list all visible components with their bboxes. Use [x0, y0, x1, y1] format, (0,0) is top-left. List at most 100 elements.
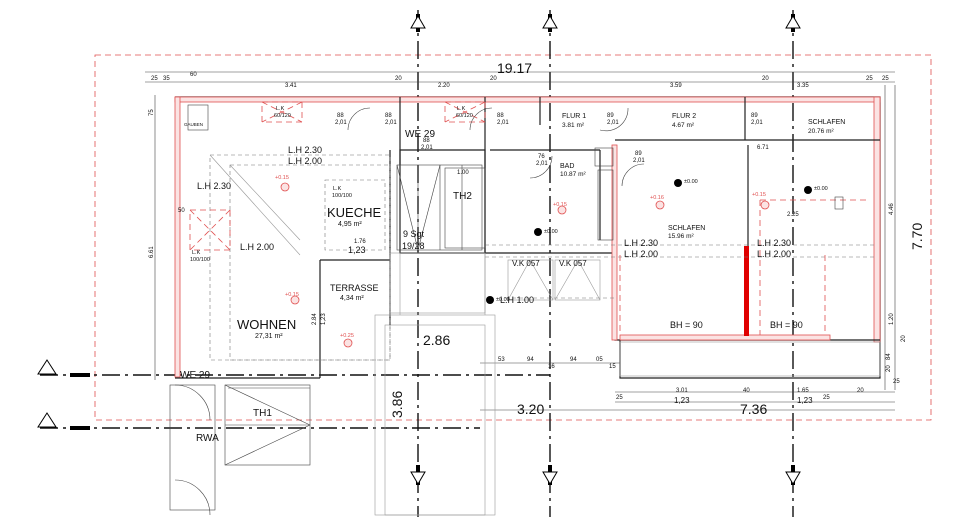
lh230-b: L.H 2.30	[197, 181, 231, 191]
level-z1: ±0.00	[544, 229, 558, 235]
top-20a: 20	[395, 76, 402, 82]
lh230-d: L.H 2.30	[757, 238, 791, 248]
level-markers	[280, 179, 812, 348]
dim-201e: 2,01	[607, 120, 619, 126]
top-220: 2.20	[438, 83, 450, 89]
level-p15-b: +0.15	[285, 292, 299, 298]
bot-16: 16	[548, 364, 555, 370]
lk4-label: L.K	[333, 186, 342, 192]
right-84: 84	[886, 353, 892, 360]
dim-88a: 88	[337, 113, 344, 119]
lh200-a: L.H 2.00	[288, 156, 322, 166]
room-rwa: RWA	[196, 433, 219, 444]
lk4-size: 100/100	[332, 193, 352, 199]
dim-201g: 2,01	[633, 158, 645, 164]
lk3-size: 100/100	[190, 257, 210, 263]
bot-123a: 1,23	[674, 396, 690, 405]
right-446: 4.46	[889, 203, 895, 215]
dim-201d: 2,01	[497, 120, 509, 126]
right-25: 25	[893, 379, 900, 385]
lh230-c: L.H 2.30	[624, 238, 658, 248]
room-th2: TH2	[453, 191, 472, 202]
outer-boundary	[94, 54, 932, 421]
level-z4: ±0.00	[496, 297, 510, 303]
terr-123: 1,23	[321, 313, 327, 325]
dim-286: 2.86	[423, 332, 450, 348]
level-z3: ±0.00	[814, 186, 828, 192]
room-schlafen-mid: SCHLAFEN	[668, 225, 705, 232]
bot-301: 3.01	[676, 388, 688, 394]
dim-201f: 2,01	[751, 120, 763, 126]
staircase	[224, 164, 486, 466]
lk2-size: 60/120	[456, 113, 473, 119]
bot-94a: 94	[527, 357, 534, 363]
room-terrasse: TERRASSE	[330, 283, 379, 293]
stair-steps: 9 Sgt	[403, 229, 425, 239]
dim-736: 7.36	[740, 401, 767, 417]
dim-89b: 89	[751, 113, 758, 119]
top-25b: 25	[866, 76, 873, 82]
lk1-label: L.K	[276, 106, 285, 112]
level-p15-c: +0.15	[553, 202, 567, 208]
top-60: 60	[190, 72, 197, 78]
dimension-lines	[145, 71, 896, 411]
bot-20: 20	[857, 388, 864, 394]
room-we29-top: WE 29	[405, 129, 435, 140]
room-flur2: FLUR 2	[672, 113, 696, 120]
dim-76: 76	[538, 154, 545, 160]
dim-88c: 88	[423, 138, 430, 144]
lh200-c: L.H 2.00	[624, 249, 658, 259]
small-dimension-labels: 88 2,01 88 2,01 88 2,01 88 2,01 89 2,01 …	[149, 72, 907, 405]
room-th1: TH1	[253, 408, 272, 419]
bh90-b: BH = 90	[770, 320, 803, 330]
skylights	[189, 101, 601, 301]
dim-201a: 2,01	[335, 120, 347, 126]
room-wohnen: WOHNEN	[237, 317, 296, 332]
bot-05: 05	[596, 357, 603, 363]
dim-320: 3.20	[517, 401, 544, 417]
terr-284: 2.84	[312, 313, 318, 325]
dim-88d: 88	[497, 113, 504, 119]
lk3-label: L.K	[192, 250, 201, 256]
top-20b: 20	[490, 76, 497, 82]
vk1-label: V.K 057	[512, 259, 540, 268]
gaube-label: GAUBEN	[184, 122, 203, 127]
vk2-label: V.K 057	[559, 259, 587, 268]
bot-123b: 1,23	[797, 396, 813, 405]
left-661: 6.61	[149, 246, 155, 258]
overall-width: 19.17	[497, 60, 532, 76]
overall-height: 7.70	[909, 223, 925, 250]
room-flur1-area: 3.81 m²	[562, 122, 585, 129]
height-lines	[209, 154, 875, 361]
bot-40: 40	[743, 388, 750, 394]
top-25a: 25	[151, 76, 158, 82]
dim-89c: 89	[635, 151, 642, 157]
room-flur1: FLUR 1	[562, 113, 586, 120]
left-75: 75	[149, 109, 155, 116]
room-flur2-area: 4.67 m²	[672, 122, 695, 129]
top-359: 3.59	[670, 83, 682, 89]
room-schlafen-mid-area: 15.96 m²	[668, 233, 694, 240]
level-p15-a: +0.15	[275, 175, 289, 181]
level-p25: +0.25	[340, 333, 354, 339]
room-schlafen-top-area: 20.76 m²	[808, 128, 834, 135]
dim-201c: 2,01	[421, 145, 433, 151]
room-wohnen-area: 27,31 m²	[255, 333, 283, 340]
stair-ratio: 19/28	[402, 241, 425, 251]
top-25c: 25	[882, 76, 889, 82]
bot-53: 53	[498, 357, 505, 363]
top-20c: 20	[762, 76, 769, 82]
right-20b: 20	[886, 365, 892, 372]
section-markers	[37, 15, 801, 485]
left-50: 50	[178, 208, 185, 214]
th2-100: 1.00	[457, 170, 469, 176]
level-p16: +0.16	[650, 195, 664, 201]
top-35: 35	[163, 76, 170, 82]
dim-386: 3.86	[389, 391, 405, 418]
bot-165: 1.65	[797, 388, 809, 394]
lh200-b: L.H 2.00	[240, 242, 274, 252]
kueche-176: 1.76	[354, 239, 366, 245]
room-kueche-area: 4,95 m²	[338, 221, 362, 228]
lh230-a: L.H 2.30	[288, 145, 322, 155]
